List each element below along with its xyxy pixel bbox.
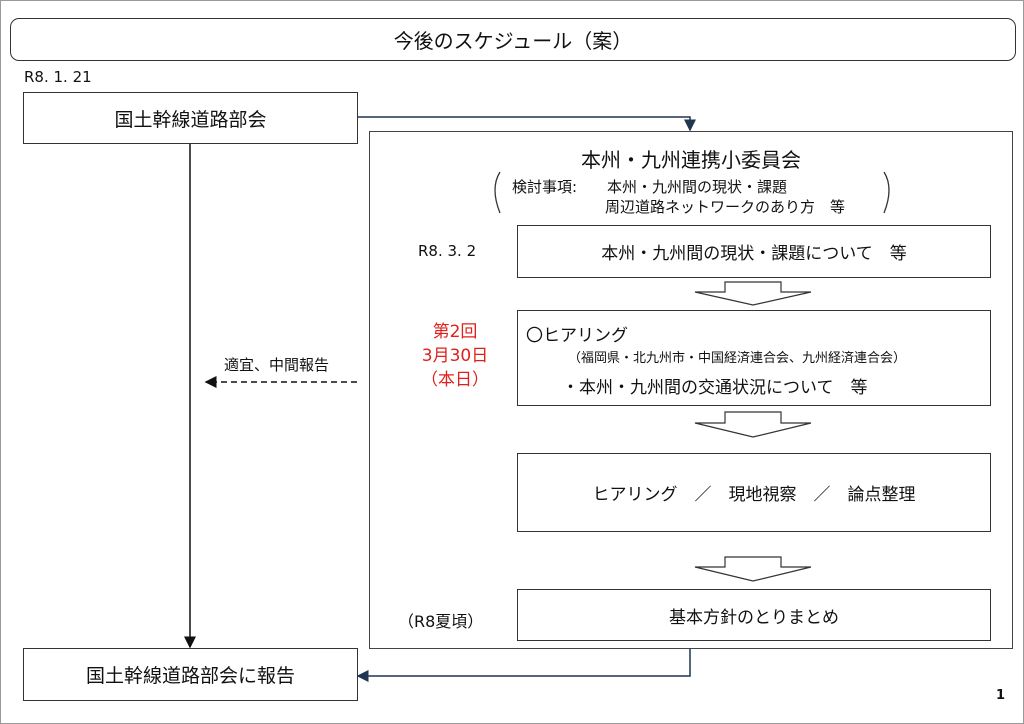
subcommittee-container bbox=[369, 131, 1013, 649]
step-hearing-survey-box: ヒアリング ／ 現地視察 ／ 論点整理 bbox=[517, 453, 991, 532]
box-label: 国土幹線道路部会 bbox=[114, 108, 267, 131]
page-number: 1 bbox=[996, 688, 1006, 703]
topics-line-1: 本州・九州間の現状・課題 bbox=[607, 178, 788, 196]
step-hearing-box: 〇ヒアリング （福岡県・北九州市・中国経済連合会、九州経済連合会） ・本州・九州… bbox=[517, 310, 991, 406]
box-label: 国土幹線道路部会に報告 bbox=[85, 665, 295, 687]
report-to-committee-box: 国土幹線道路部会に報告 bbox=[23, 648, 358, 701]
session-date: 3月30日 bbox=[421, 346, 489, 366]
box-label: ヒアリング ／ 現地視察 ／ 論点整理 bbox=[592, 485, 916, 505]
date-r8-3-2: R8. 3. 2 bbox=[418, 242, 477, 260]
interim-report-label: 適宜、中間報告 bbox=[224, 356, 330, 374]
page-title: 今後のスケジュール（案） bbox=[10, 18, 1016, 61]
report-back-arrow bbox=[356, 648, 691, 682]
connector-to-committee bbox=[357, 116, 696, 132]
session-2-date: 第2回 3月30日 （本日） bbox=[410, 320, 500, 392]
topics-label: 検討事項: bbox=[512, 178, 578, 196]
date-r8-1-21: R8. 1. 21 bbox=[24, 68, 92, 86]
hearing-topic: ・本州・九州間の交通状況について 等 bbox=[562, 378, 868, 398]
step-basic-policy-box: 基本方針のとりまとめ bbox=[517, 589, 991, 641]
step-current-issues-box: 本州・九州間の現状・課題について 等 bbox=[517, 225, 991, 278]
hearing-heading: 〇ヒアリング bbox=[526, 326, 628, 346]
bracket-right bbox=[883, 171, 890, 214]
bracket-left bbox=[494, 171, 501, 214]
flow-arrow-3 bbox=[694, 556, 812, 582]
session-number: 第2回 bbox=[432, 322, 478, 342]
box-label: 基本方針のとりまとめ bbox=[669, 607, 839, 628]
today-label: （本日） bbox=[421, 370, 489, 390]
box-label: 本州・九州間の現状・課題について 等 bbox=[601, 244, 907, 264]
flow-arrow-2 bbox=[694, 411, 812, 438]
date-r8-summer: （R8夏頃） bbox=[398, 612, 484, 631]
flow-arrow-1 bbox=[694, 281, 812, 306]
national-trunk-road-committee-box: 国土幹線道路部会 bbox=[23, 92, 358, 144]
hearing-participants: （福岡県・北九州市・中国経済連合会、九州経済連合会） bbox=[568, 351, 907, 366]
page-title-text: 今後のスケジュール（案） bbox=[393, 29, 633, 53]
topics-line-2: 周辺道路ネットワークのあり方 等 bbox=[605, 198, 846, 216]
subcommittee-title: 本州・九州連携小委員会 bbox=[581, 148, 801, 172]
